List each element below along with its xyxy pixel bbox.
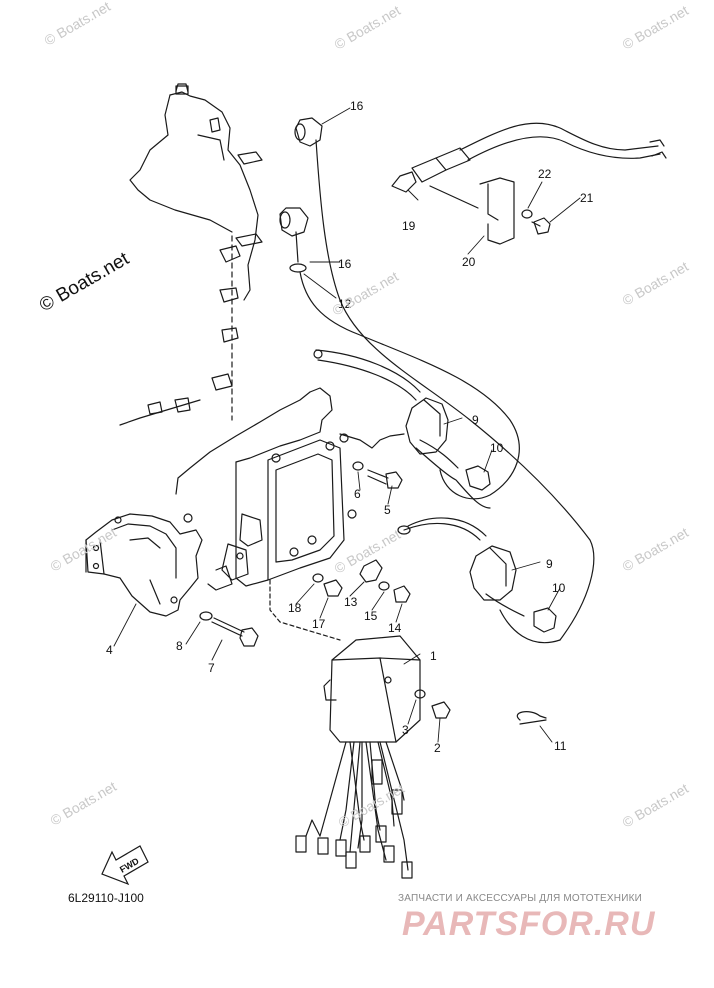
part-label: 3 — [402, 723, 409, 737]
part-label: 14 — [388, 621, 402, 635]
small-parts — [312, 559, 411, 603]
watermark: © Boats.net — [48, 778, 120, 829]
switch-bracket — [429, 177, 515, 245]
part-label: 1 — [430, 649, 437, 663]
promo-text: ЗАПЧАСТИ И АКСЕССУАРЫ ДЛЯ МОТОТЕХНИКИ — [398, 893, 643, 904]
part-label: 15 — [364, 609, 378, 623]
spark-plug-cap-lower — [279, 207, 520, 500]
watermark: © Boats.net — [42, 0, 114, 49]
ignition-coil-lower — [397, 517, 561, 644]
leader-lines — [113, 107, 581, 743]
part-label: 20 — [462, 255, 476, 269]
part-label: 16 — [338, 257, 352, 271]
part-label: 17 — [312, 617, 326, 631]
part-label: 4 — [106, 643, 113, 657]
part-label: 5 — [384, 503, 391, 517]
wire-clip — [516, 711, 547, 725]
part-label: 11 — [554, 739, 567, 753]
watermark: © Boats.net — [332, 526, 404, 577]
part-label: 13 — [344, 595, 358, 609]
part-label: 19 — [402, 219, 416, 233]
engine-outline — [119, 83, 263, 426]
part-label: 6 — [354, 487, 361, 501]
cdi-unit — [295, 635, 451, 879]
part-label: 10 — [490, 441, 504, 455]
part-label: 9 — [472, 413, 479, 427]
spark-plug-cap-upper — [294, 117, 595, 641]
watermark: © Boats.net — [620, 2, 692, 53]
bolt-7 — [199, 611, 259, 647]
stop-switch — [391, 122, 667, 193]
part-label: 10 — [552, 581, 566, 595]
part-label: 21 — [580, 191, 594, 205]
part-label: 2 — [434, 741, 441, 755]
watermark: © Boats.net — [330, 268, 402, 319]
part-label: 16 — [350, 99, 364, 113]
screw-21 — [521, 209, 551, 235]
watermark: © Boats.net — [620, 780, 692, 831]
fwd-label: FWD — [118, 856, 141, 875]
diagram-code: 6L29110-J100 — [68, 891, 144, 905]
part-label: 12 — [338, 297, 352, 311]
partsfor-logo: PARTSFOR.RU — [402, 905, 656, 943]
watermark-main: © Boats.net — [36, 248, 133, 316]
part-number-labels: 1 2 3 4 5 6 7 8 9 9 10 10 11 12 13 14 15… — [106, 99, 594, 755]
part-label: 18 — [288, 601, 302, 615]
part-label: 22 — [538, 167, 552, 181]
part-label: 9 — [546, 557, 553, 571]
bolt-5 — [352, 461, 403, 489]
watermark: © Boats.net — [48, 524, 120, 575]
part-label: 7 — [208, 661, 215, 675]
watermark: © Boats.net — [620, 258, 692, 309]
mounting-plate — [175, 387, 405, 641]
watermark: © Boats.net — [620, 524, 692, 575]
ignition-coil-upper — [313, 349, 491, 509]
fwd-arrow: FWD — [101, 845, 149, 886]
bracket-4 — [85, 513, 203, 617]
watermark: © Boats.net — [332, 2, 404, 53]
watermarks: © Boats.net © Boats.net © Boats.net © Bo… — [36, 0, 691, 831]
part-label: 8 — [176, 639, 183, 653]
